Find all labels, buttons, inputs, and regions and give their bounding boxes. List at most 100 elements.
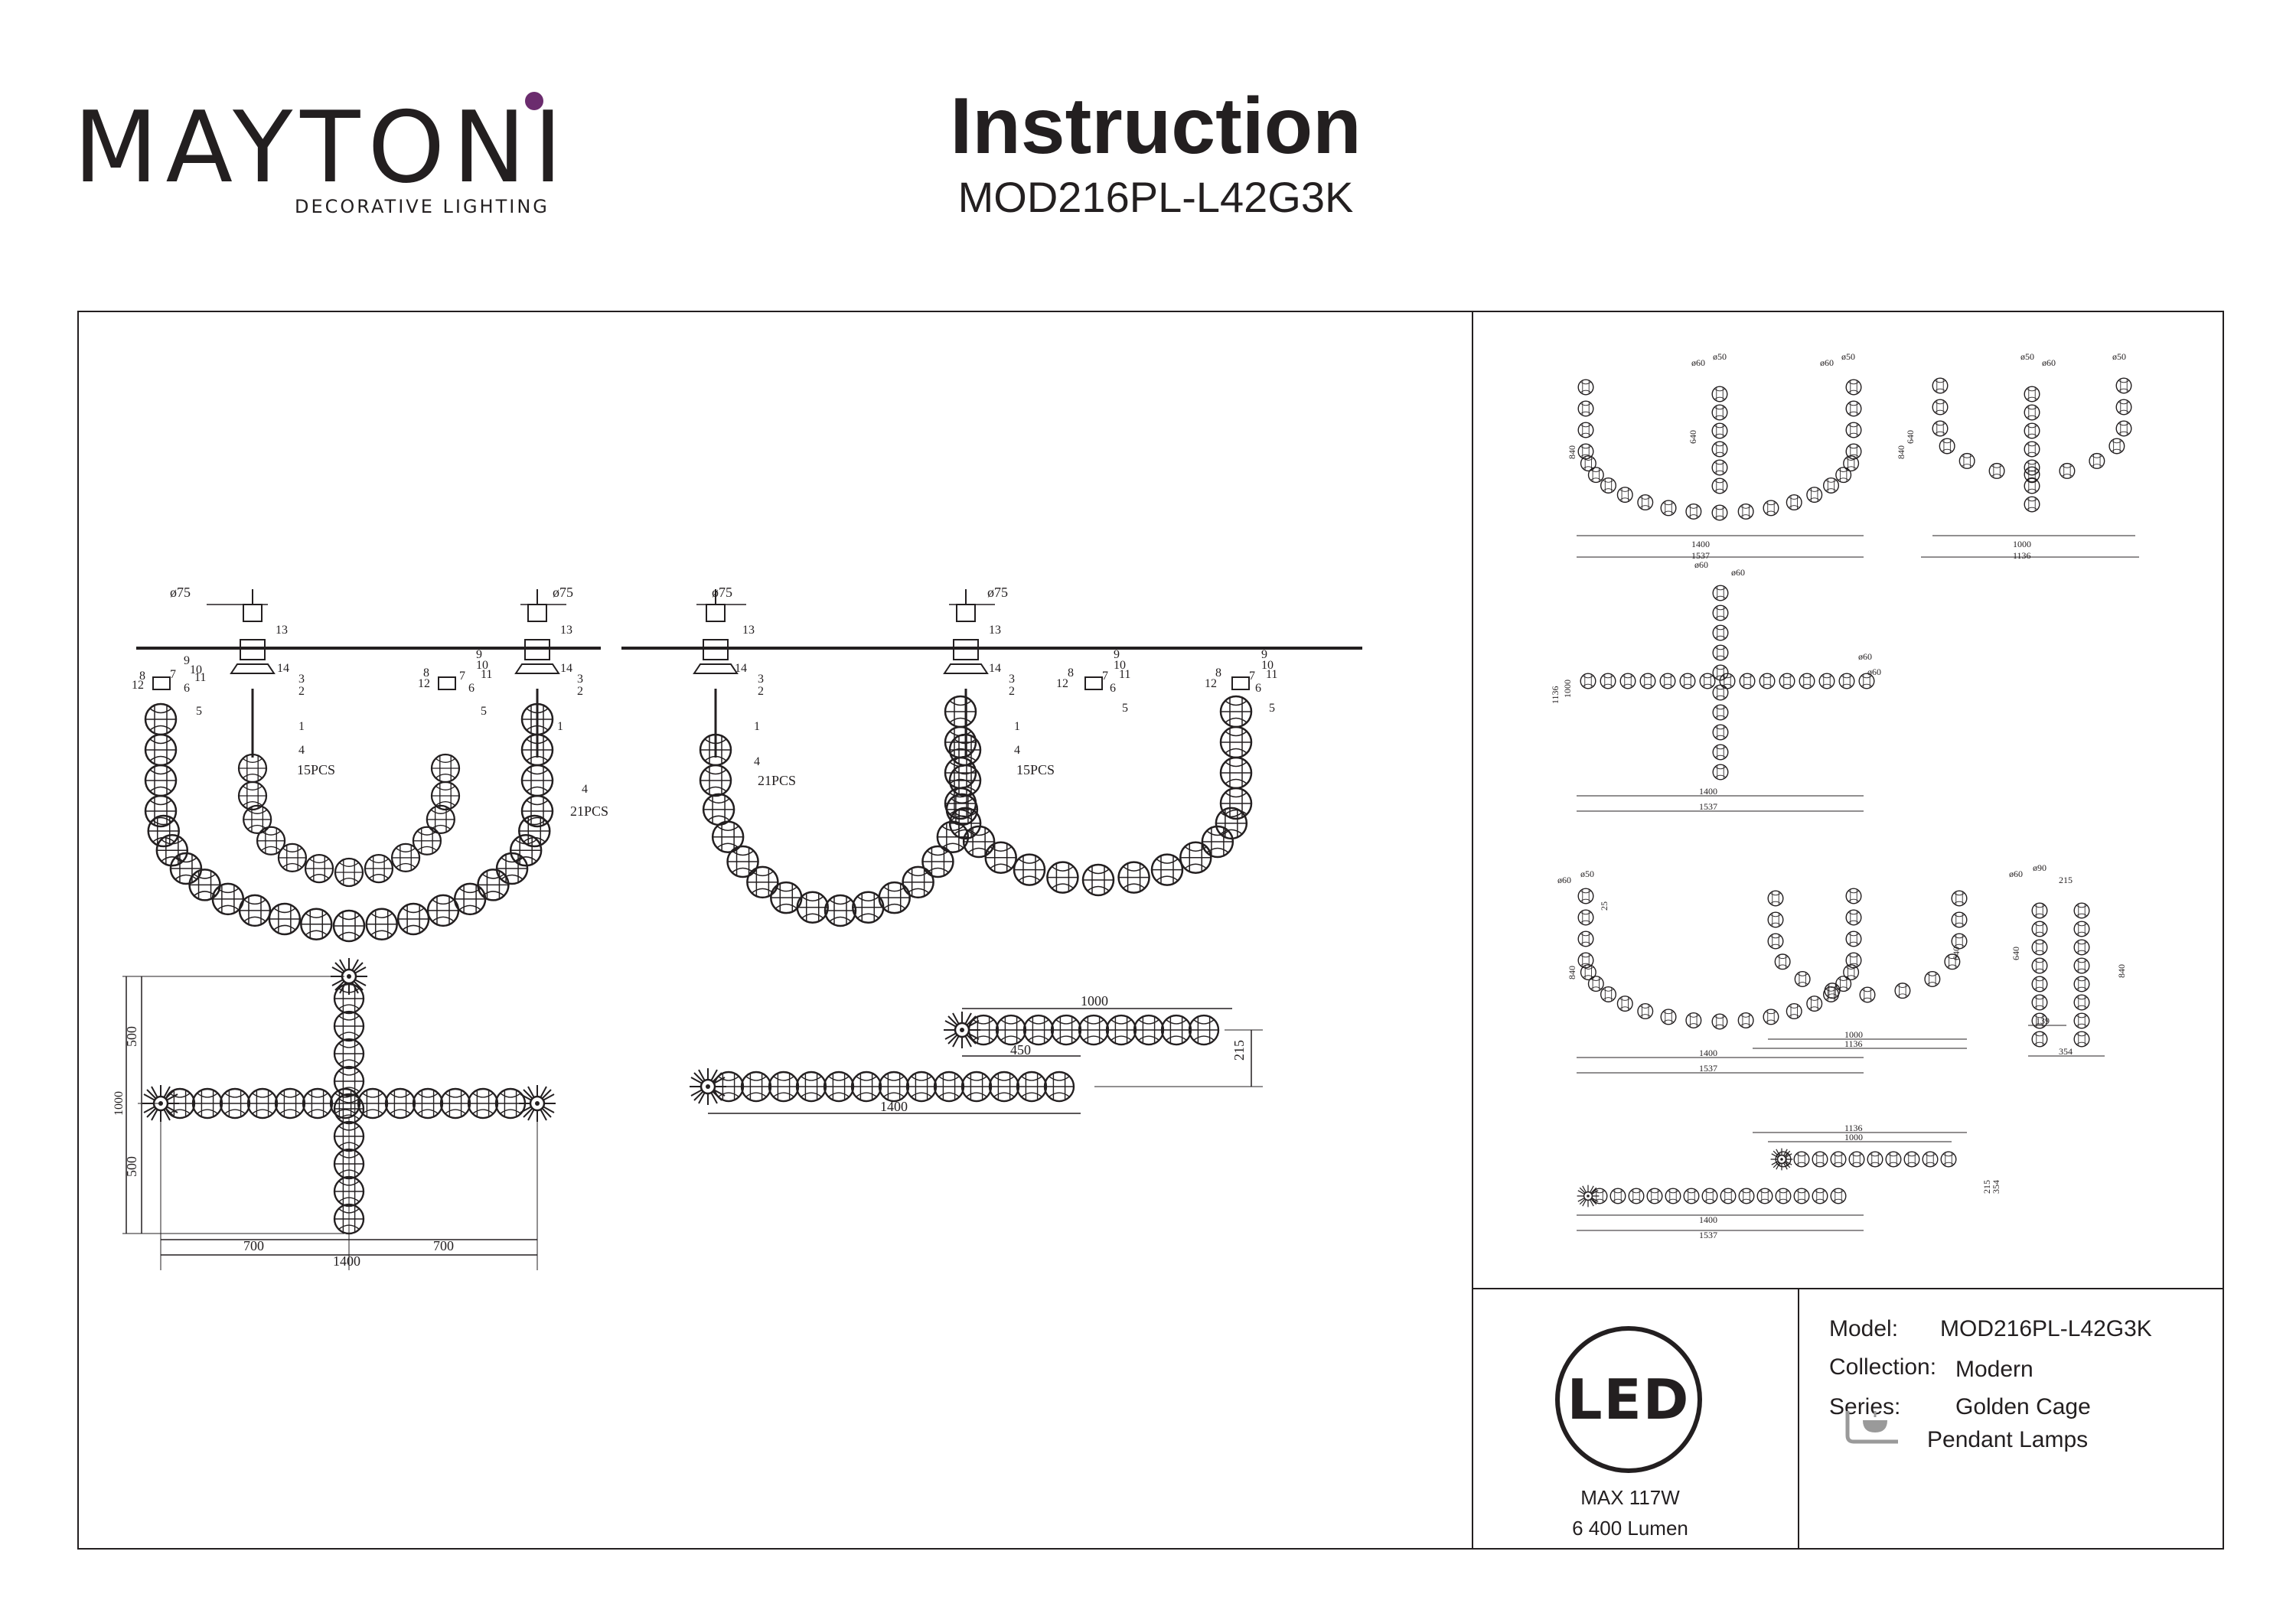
bead: [1577, 909, 1594, 926]
bead: [1958, 452, 1975, 469]
pcs-label: 15PCS: [1016, 762, 1055, 777]
bead: [1600, 986, 1616, 1002]
dim-label: 1400: [1699, 786, 1717, 797]
bead: [357, 1087, 389, 1119]
bead: [144, 702, 178, 736]
bead: [1835, 467, 1852, 484]
bead: [334, 857, 364, 888]
dim-label: ø60: [1820, 357, 1834, 368]
dim-label: 1537: [1691, 550, 1710, 561]
bead: [1081, 863, 1115, 897]
bead: [1117, 861, 1150, 894]
callout: 13: [276, 624, 288, 637]
bead: [1951, 933, 1968, 950]
dim-label: 640: [2011, 947, 2021, 960]
series-value: Golden Cage: [1955, 1394, 2091, 1419]
bead: [1924, 970, 1941, 987]
power-rating: MAX 117W: [1580, 1486, 1680, 1509]
bead: [1712, 684, 1729, 701]
bead: [1577, 930, 1594, 947]
model-label: Model:: [1829, 1316, 1899, 1341]
bead: [1818, 673, 1835, 689]
bead: [1845, 400, 1862, 417]
bead: [1951, 890, 1968, 907]
bead: [1712, 704, 1729, 721]
bead: [1660, 1009, 1677, 1025]
bead: [1988, 462, 2005, 479]
callout: 9: [184, 654, 190, 667]
callout: 10: [1114, 659, 1126, 672]
callout: 13: [560, 624, 572, 637]
bead: [1188, 1014, 1220, 1046]
dim-label: ø60: [1694, 559, 1708, 570]
bead: [1932, 399, 1949, 416]
bead: [1219, 787, 1253, 820]
callout: 14: [560, 662, 572, 675]
bead: [1712, 624, 1729, 641]
dim-label: 1136: [1844, 1038, 1863, 1049]
bead: [878, 1071, 910, 1103]
model-value: MOD216PL-L42G3K: [1940, 1316, 2152, 1341]
callout: 1: [557, 720, 563, 733]
bead: [2108, 438, 2125, 455]
dim-label: 215: [1981, 1180, 1992, 1194]
callout: 2: [298, 685, 305, 698]
bead: [1577, 400, 1594, 417]
bead: [1830, 1151, 1847, 1168]
dim-label: ø50: [2112, 351, 2126, 362]
callout: 11: [1266, 668, 1277, 681]
bead: [1812, 1188, 1828, 1204]
callout: 3: [298, 673, 305, 686]
bead: [944, 725, 977, 759]
dim-label: 1000: [1081, 993, 1108, 1009]
bead: [768, 1071, 800, 1103]
dim-label: ø50: [2020, 351, 2034, 362]
bead: [1940, 1151, 1957, 1168]
bead: [144, 733, 178, 767]
callout: 1: [298, 720, 305, 733]
bead: [1219, 725, 1253, 759]
callout: 2: [758, 685, 764, 698]
bead: [1711, 459, 1728, 476]
bead: [277, 842, 308, 873]
brand-tagline: DECORATIVE LIGHTING: [295, 196, 550, 217]
bead: [1711, 386, 1728, 402]
bead: [1150, 853, 1184, 886]
bead: [1951, 911, 1968, 928]
dim-label: 1400: [1699, 1214, 1717, 1225]
dim-label: 500: [124, 1026, 139, 1047]
dim-label: 450: [1010, 1042, 1031, 1058]
callout: 8: [139, 670, 145, 683]
dim-label: ø50: [1580, 869, 1594, 879]
bead: [1848, 1151, 1865, 1168]
bead: [1685, 503, 1702, 520]
bead: [878, 881, 911, 914]
bead: [1903, 1151, 1920, 1168]
plan-cross-drawing: 500 500 1000 700 700 1400: [113, 957, 557, 1270]
dim-label: 640: [1905, 430, 1916, 444]
dim-label: 1136: [1550, 686, 1561, 704]
bead: [944, 695, 977, 728]
bead: [1845, 888, 1862, 904]
bead: [699, 764, 732, 797]
callout: 9: [476, 648, 482, 661]
bead: [1830, 1188, 1847, 1204]
bead: [2024, 477, 2040, 494]
collection-label: Collection:: [1829, 1354, 1937, 1380]
drawing-frame: [77, 311, 2224, 1550]
callout: 14: [735, 662, 747, 675]
dim-label: 1000: [113, 1091, 126, 1116]
dia-label: ø75: [987, 585, 1008, 600]
bead: [1609, 1188, 1626, 1204]
bead: [396, 902, 430, 936]
brand-logo-dot: [525, 92, 543, 110]
dim-label: 1000: [1844, 1029, 1863, 1040]
side-view-drawings: 1400 1537 1000 1136 840 640 840 640 ø60 …: [1550, 351, 2139, 1240]
series-label: Series:: [1829, 1394, 1901, 1419]
bead: [1775, 1188, 1792, 1204]
bead: [2024, 466, 2040, 483]
bead: [430, 753, 461, 784]
bead: [740, 1071, 772, 1103]
bead: [333, 1038, 365, 1070]
callout: 7: [1249, 670, 1255, 683]
